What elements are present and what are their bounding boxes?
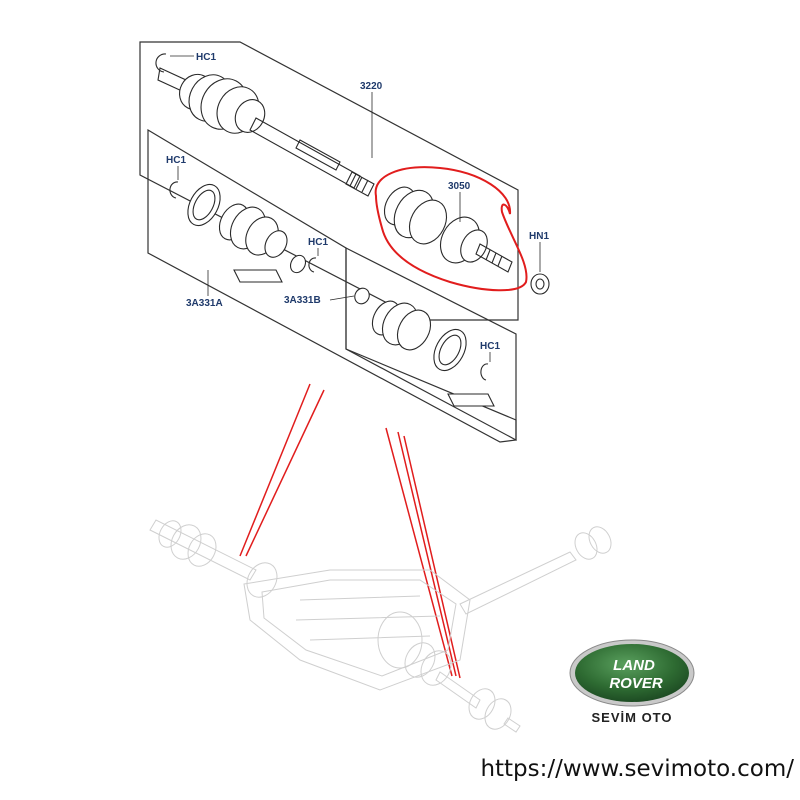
callout-3a331b: 3A331B <box>284 295 321 306</box>
boot-kit-parts-b <box>354 287 495 407</box>
callout-3050: 3050 <box>448 181 471 192</box>
callout-3a331a: 3A331A <box>186 298 223 309</box>
callout-hc1-top: HC1 <box>196 52 216 63</box>
logo-line1: LAND <box>613 657 655 674</box>
callout-3220: 3220 <box>360 81 383 92</box>
hub-nut <box>530 273 550 295</box>
vehicle-axle-ghost <box>149 519 612 733</box>
clip-hc1-left <box>169 181 179 199</box>
callout-hc1-mid: HC1 <box>308 237 328 248</box>
brand-logo: LAND ROVER SEVİM OTO <box>566 636 698 728</box>
logo-line2: ROVER <box>609 675 663 692</box>
boot-kit-panel-3a331b <box>345 247 517 442</box>
website-url[interactable]: https://www.sevimoto.com/ <box>480 756 794 782</box>
callout-hn1: HN1 <box>529 231 549 242</box>
outer-cv-joint <box>383 186 513 273</box>
dealer-name: SEVİM OTO <box>591 710 673 725</box>
land-rover-oval-icon: LAND ROVER <box>569 639 695 707</box>
highlight-pointer-lines <box>239 383 461 679</box>
callout-hc1-right: HC1 <box>480 341 500 352</box>
boot-kit-parts-a <box>187 183 307 283</box>
highlight-circle <box>374 166 528 292</box>
clip-hc1-mid <box>308 257 317 273</box>
clip-hc1-right <box>480 363 489 381</box>
leader-3a331b <box>329 295 355 301</box>
drive-shaft-assembly <box>157 67 375 197</box>
callout-hc1-left: HC1 <box>166 155 186 166</box>
clip-hc1-top <box>155 53 167 73</box>
outer-frame <box>139 41 519 321</box>
